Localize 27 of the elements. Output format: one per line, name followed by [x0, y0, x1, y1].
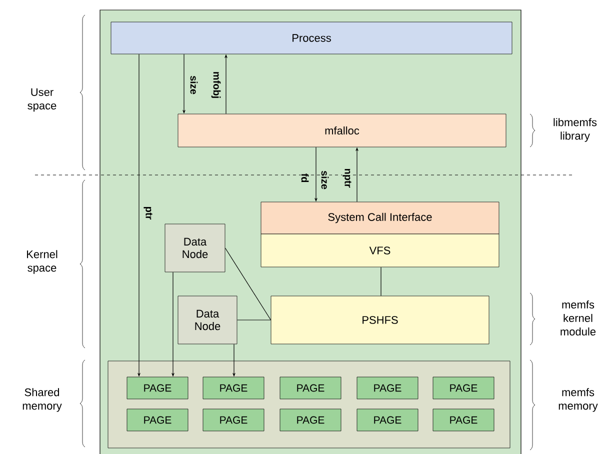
edge-label: ptr: [143, 206, 153, 220]
data-node-box: Data Node: [178, 296, 238, 344]
brace-label: Kernel space: [27, 250, 58, 274]
page-box: PAGE: [432, 376, 494, 400]
connector-line: [224, 248, 272, 320]
page-box: PAGE: [126, 408, 188, 432]
library-box: mfalloc: [178, 114, 506, 148]
page-box: PAGE: [202, 408, 264, 432]
page-box: PAGE: [356, 408, 418, 432]
page-box: PAGE: [126, 376, 188, 400]
page-box: PAGE: [432, 408, 494, 432]
brace-label: User space: [28, 88, 56, 112]
page-box: PAGE: [202, 376, 264, 400]
edge-label: nptr: [342, 168, 352, 188]
page-box: PAGE: [280, 376, 342, 400]
interface-box: System Call Interface: [260, 202, 500, 234]
process-box: Process: [110, 22, 512, 54]
brace-label: memfs memory: [558, 388, 598, 412]
page-box: PAGE: [356, 376, 418, 400]
brace-label: Shared memory: [22, 388, 62, 412]
data-node-box: Data Node: [164, 224, 226, 272]
brace-label: memfs kernel module: [560, 300, 596, 336]
vfs-box: VFS: [260, 234, 500, 268]
connector-line: [380, 266, 382, 296]
brace-label: libmemfs library: [554, 118, 597, 142]
page-box: PAGE: [280, 408, 342, 432]
pshfs-box: PSHFS: [270, 296, 490, 344]
